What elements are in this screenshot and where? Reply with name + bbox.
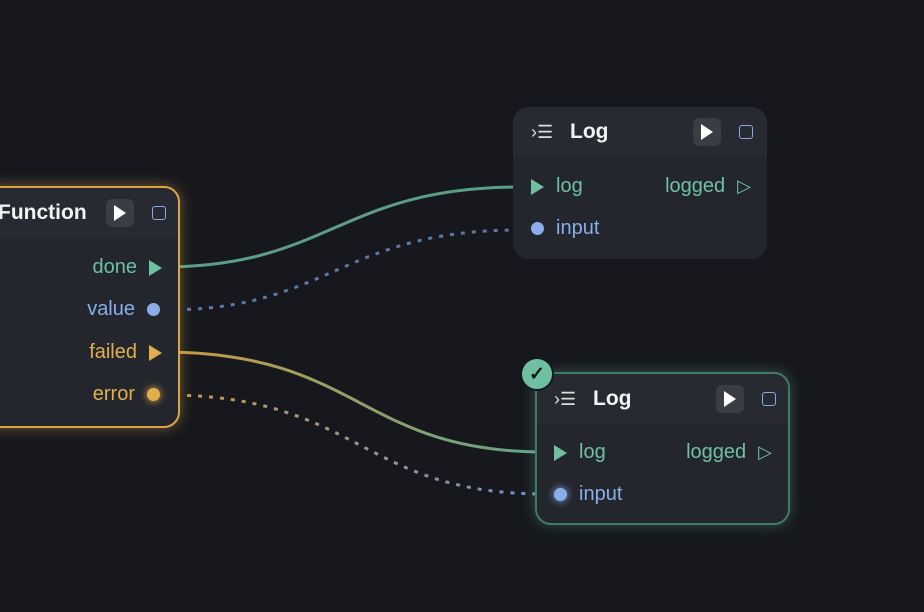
data-pin-icon[interactable]	[531, 222, 544, 235]
exec-pin-icon[interactable]	[554, 444, 567, 461]
node-title: Function	[0, 201, 87, 224]
input-log[interactable]: log	[531, 175, 583, 198]
log-node-2[interactable]: ›☰ Log log logged▷ input	[535, 372, 790, 525]
play-icon	[724, 391, 736, 407]
edge-failed-log[interactable]	[161, 350, 546, 454]
exec-pin-icon[interactable]	[149, 344, 162, 361]
input-input[interactable]: input	[554, 483, 622, 506]
exec-pin-outline-icon[interactable]: ▷	[758, 442, 772, 462]
edge-error-input[interactable]	[164, 393, 546, 496]
exec-pin-outline-icon[interactable]: ▷	[737, 176, 751, 196]
function-node[interactable]: Function done value failed error	[0, 186, 180, 428]
output-done[interactable]: done	[93, 256, 162, 279]
play-icon	[114, 205, 126, 221]
node-title: Log	[593, 387, 632, 410]
output-logged[interactable]: logged▷	[665, 175, 751, 197]
stop-button[interactable]	[739, 125, 753, 139]
success-check-icon: ✓	[520, 357, 554, 391]
edge-done-log[interactable]	[161, 185, 521, 269]
data-pin-icon[interactable]	[554, 488, 567, 501]
output-error[interactable]: error	[93, 383, 162, 406]
input-log[interactable]: log	[554, 441, 606, 464]
data-pin-icon[interactable]	[147, 388, 160, 401]
log-icon: ›☰	[531, 121, 554, 142]
exec-pin-icon[interactable]	[531, 178, 544, 195]
log-node-1[interactable]: ›☰ Log log logged▷ input	[513, 107, 767, 259]
run-button[interactable]	[693, 118, 721, 146]
stop-button[interactable]	[762, 392, 776, 406]
log-icon: ›☰	[554, 388, 577, 409]
data-pin-icon[interactable]	[147, 303, 160, 316]
stop-button[interactable]	[152, 206, 166, 220]
edge-value-input[interactable]	[164, 228, 521, 312]
exec-pin-icon[interactable]	[149, 259, 162, 276]
node-title: Log	[570, 120, 609, 143]
run-button[interactable]	[716, 385, 744, 413]
output-value[interactable]: value	[87, 298, 162, 321]
play-icon	[701, 124, 713, 140]
run-button[interactable]	[106, 199, 134, 227]
output-failed[interactable]: failed	[89, 341, 162, 364]
output-logged[interactable]: logged▷	[686, 441, 772, 463]
input-input[interactable]: input	[531, 217, 599, 240]
